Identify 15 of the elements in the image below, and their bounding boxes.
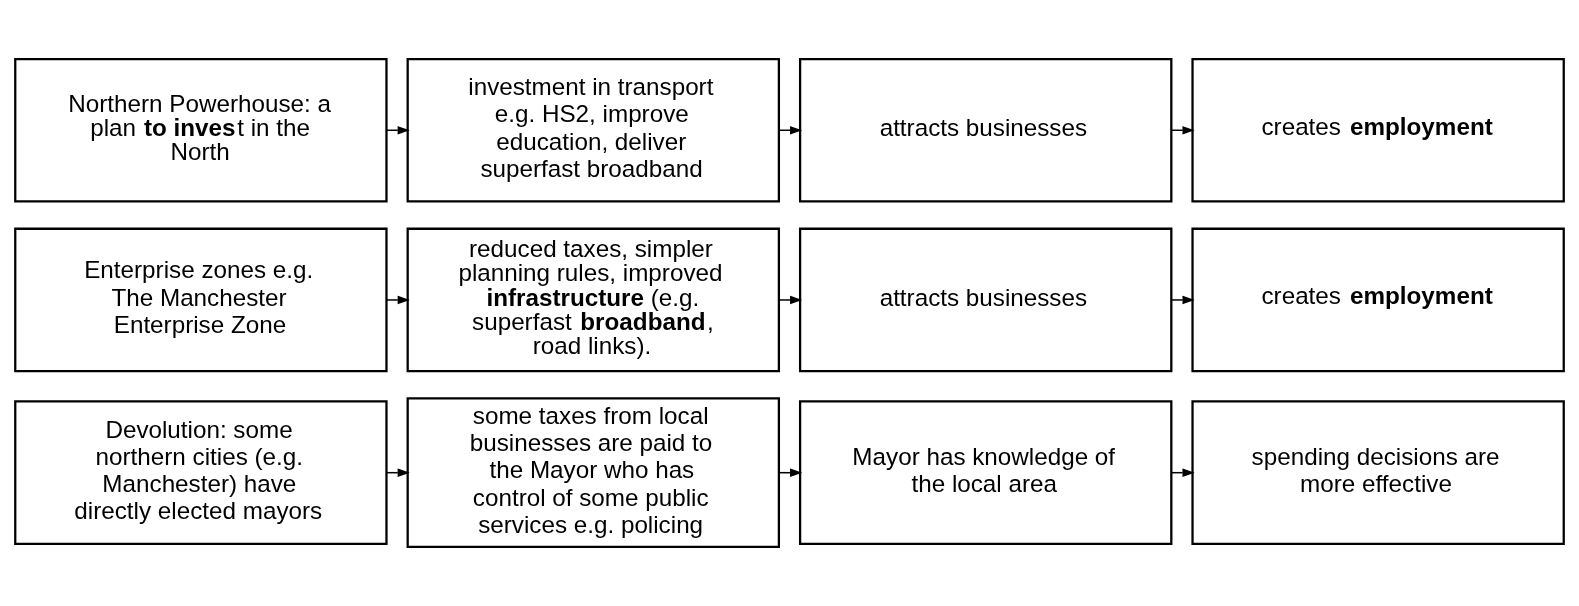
node-box: creates employment bbox=[1191, 57, 1565, 203]
arrow bbox=[1170, 295, 1195, 305]
node-box: creates employment bbox=[1191, 227, 1565, 373]
arrow bbox=[386, 295, 410, 305]
arrow bbox=[778, 295, 803, 305]
node-box: investment in transport e.g. HS2, improve education, deliver superfast broadband bbox=[406, 57, 781, 203]
node-box: spending decisions are more effective bbox=[1191, 400, 1565, 546]
node-box: Mayor has knowledge of the local area bbox=[798, 400, 1173, 546]
node-box: Northern Powerhouse: a plan to invest in the North bbox=[14, 57, 388, 203]
node-box: reduced taxes, simpler planning rules, improved infrastructure (e.g. superfast broadband, road links). bbox=[406, 227, 781, 373]
node-box: attracts businesses bbox=[798, 227, 1173, 373]
node-box: Devolution: some northern cities (e.g. Manchester) have directly elected mayors bbox=[14, 400, 388, 546]
node-box: some taxes from local businesses are paid to the Mayor who has control of some public services e.g. policing bbox=[406, 397, 781, 549]
node-box: attracts businesses bbox=[798, 57, 1173, 203]
node-box: Enterprise zones e.g. The Manchester Enterprise Zone bbox=[14, 227, 388, 373]
